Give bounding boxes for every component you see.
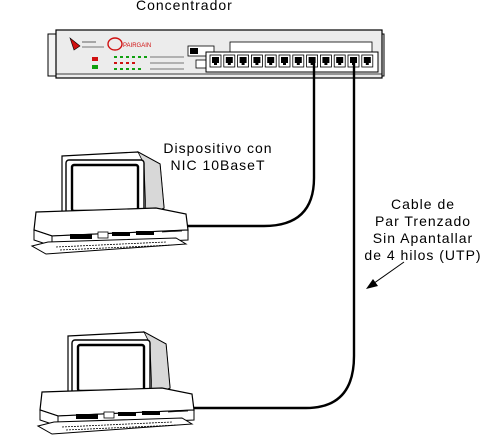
device-label-line-2: NIC 10BaseT (170, 157, 266, 173)
hub-port-7 (292, 54, 305, 68)
cable-label-line-3: Sin Apantallar (372, 230, 474, 246)
utp-cable-1 (184, 60, 316, 228)
utp-cable-2 (188, 60, 356, 410)
hub-port-8 (306, 54, 319, 68)
hub-port-3 (237, 54, 250, 68)
hub-port-12 (361, 54, 374, 68)
computer-icon (30, 151, 189, 255)
cable-label: Cable de Par Trenzado Sin Apantallar de … (356, 196, 490, 264)
cable-label-line-4: de 4 hilos (UTP) (364, 247, 482, 263)
hub-label: Concentrador (136, 0, 233, 13)
hub-port-2 (223, 54, 236, 68)
brand-logo: PAIRGAIN (123, 43, 151, 49)
computer-icon (36, 331, 195, 435)
cable-label-line-2: Par Trenzado (374, 213, 472, 229)
hub-port-6 (278, 54, 291, 68)
pointer-arrow-icon (366, 261, 405, 289)
hub-port-5 (264, 54, 277, 68)
hub-port-10 (333, 54, 346, 68)
hub-port-9 (319, 54, 332, 68)
device-label-line-1: Dispositivo con (163, 140, 273, 156)
device-label: Dispositivo con NIC 10BaseT (162, 140, 274, 174)
cable-label-line-1: Cable de (390, 196, 456, 212)
hub-icon: PAIRGAIN (47, 29, 385, 79)
hub-ports (209, 54, 374, 68)
hub-port-4 (250, 54, 263, 68)
hub-port-1 (209, 54, 222, 68)
